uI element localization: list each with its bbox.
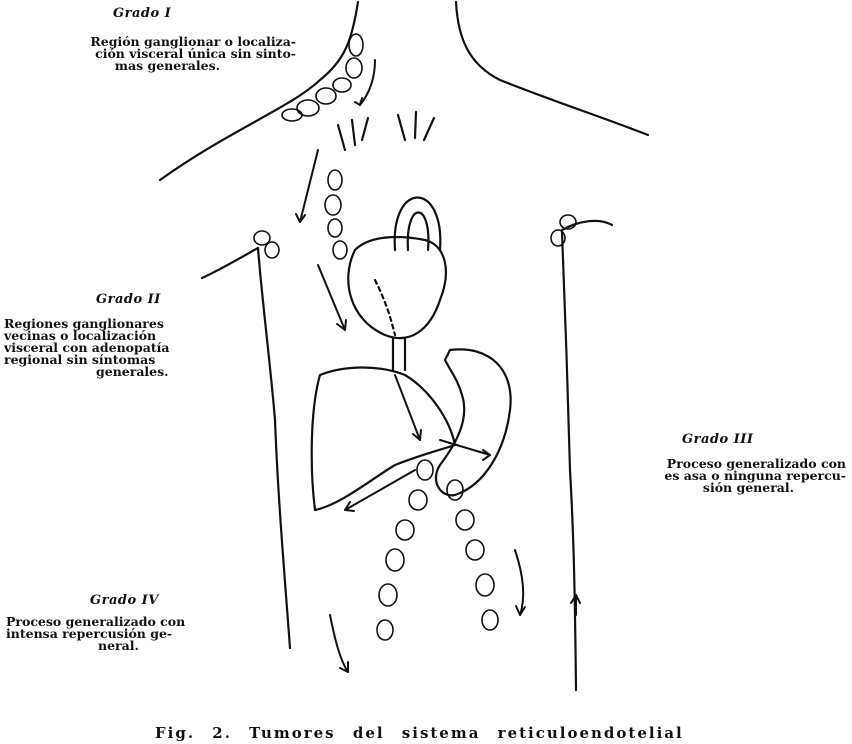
figure-caption: Fig. 2. Tumores del sistema reticuloendo… [155,724,715,742]
grade-1-description: Región ganglionar o localiza- ción visce… [6,36,296,72]
left-arm-outline [202,248,258,278]
grade-3-title: Grado III [682,432,753,447]
mediastinal-lymph-chain [325,170,347,259]
vessel-branches-left [338,118,368,150]
grade-2-description: Regiones ganglionares vecinas o localiza… [4,318,252,378]
neck-right-outline [456,2,648,135]
right-torso-outline [562,232,576,690]
heart-outline [348,237,446,338]
grade-1-line: mas generales. [6,60,220,72]
grade-4-line: neral. [6,640,244,652]
grade-3-description: Proceso generalizado con es asa o ningun… [600,458,846,494]
grade-2-line: generales. [4,366,252,378]
heart-septum [375,280,395,335]
grade-4-description: Proceso generalizado con intensa repercu… [6,616,244,652]
right-pelvic-lymph-chain [447,480,498,630]
left-torso-outline [258,248,290,648]
spread-arrows [296,60,580,672]
right-axillary-lymph [551,215,576,246]
grade-4-title: Grado IV [90,593,159,608]
grade-1-title: Grado I [113,6,171,21]
aortic-arch [395,198,441,251]
grade-2-title: Grado II [96,292,161,307]
vessel-branches-right [398,112,434,140]
descending-vessel [393,338,405,370]
grade-3-line: sión general. [600,482,794,494]
aortic-arch-inner [408,213,429,251]
neck-left-outline [160,2,358,180]
